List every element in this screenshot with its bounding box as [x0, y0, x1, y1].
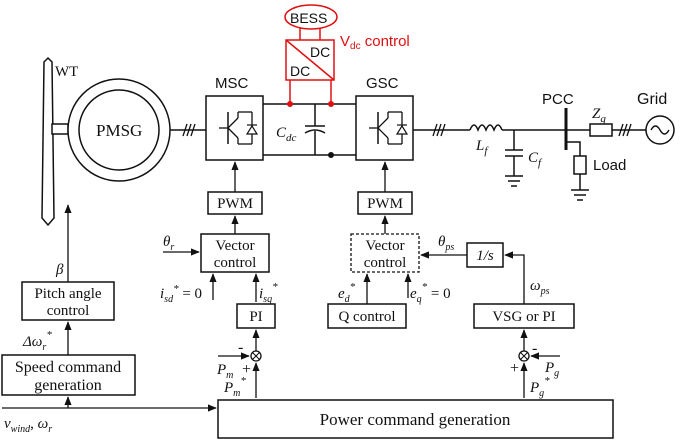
capacitor-cf [505, 130, 523, 187]
dc-top-label: DC [310, 44, 330, 60]
load-branch [566, 141, 589, 201]
zg-label: Zg [592, 106, 606, 125]
grid-label: Grid [637, 91, 667, 108]
inductor-lf [469, 124, 503, 133]
vdc-control-label: Vdc control [340, 33, 410, 52]
integrator-label: 1/s [476, 248, 494, 264]
pm-label: Pm [216, 362, 233, 381]
bess-label: BESS [290, 10, 327, 26]
impedance-zg [589, 123, 613, 137]
pmsg-label: PMSG [96, 121, 142, 140]
pwm-right-label: PWM [367, 196, 403, 212]
dc-link [263, 103, 356, 156]
vector-control-right-line2: control [364, 255, 407, 271]
power-command-block [217, 399, 614, 439]
speed-line2: generation [34, 377, 102, 394]
three-phase-mark-3 [618, 123, 632, 137]
msc-converter [205, 95, 264, 161]
cf-label: Cf [528, 150, 543, 169]
vwind-label: vwind, ωr [4, 416, 52, 435]
gsc-label: GSC [366, 75, 399, 92]
vector-control-right-block [350, 233, 420, 273]
vector-control-left-block [200, 233, 270, 273]
omega-ps-arrow [504, 251, 525, 304]
dc-node-3 [328, 152, 334, 158]
theta-ps-label: θps [438, 234, 454, 253]
beta-label: β [55, 262, 64, 278]
plus-right-sign: + [510, 360, 519, 377]
omega-ps-label: ωps [530, 278, 550, 297]
vsg-or-pi-label: VSG or PI [492, 309, 555, 325]
vector-control-left-line2: control [214, 255, 257, 271]
three-phase-mark-1 [182, 123, 196, 137]
three-phase-mark-2 [432, 123, 446, 137]
pg-ref-label: Pg* [529, 375, 550, 399]
sum-right-cross-2 [520, 352, 528, 360]
ed-ref-label: ed* [338, 281, 356, 305]
speed-line1: Speed command [15, 359, 121, 376]
pi-left-block [236, 303, 276, 329]
wind-turbine-blade [41, 56, 69, 227]
load-label: Load [593, 157, 626, 174]
cdc-label: Cdc [276, 125, 297, 144]
sum-left-cross-2 [252, 352, 260, 360]
minus-left-sign: - [238, 339, 243, 356]
eq-ref-label: eq* = 0 [410, 281, 451, 305]
msc-label: MSC [215, 75, 249, 92]
q-control-block [327, 303, 407, 329]
pcc-label: PCC [542, 91, 574, 108]
plus-left-sign: + [242, 361, 251, 378]
isd-ref-label: isd* = 0 [160, 283, 202, 305]
pitch-line2: control [47, 303, 90, 319]
grid-sine-icon [650, 125, 670, 135]
q-control-label: Q control [338, 309, 395, 325]
lf-label: Lf [475, 138, 489, 157]
pwm-left-label: PWM [217, 196, 253, 212]
speed-command-block [1, 354, 136, 396]
theta-r-label: θr [163, 234, 174, 253]
vector-control-right-line1: Vector [365, 238, 404, 254]
vector-control-left-line1: Vector [215, 238, 254, 254]
pmsg-generator [67, 78, 171, 182]
pi-left-label: PI [249, 309, 262, 325]
wt-label: WT [55, 64, 78, 80]
pitch-line1: Pitch angle [34, 286, 101, 302]
minus-right-sign: - [532, 340, 537, 357]
bess-dcdc-assembly [284, 4, 338, 104]
gsc-converter [355, 95, 414, 161]
dc-bottom-label: DC [290, 63, 310, 79]
isq-ref-label: isq* [259, 281, 278, 305]
delta-omega-label: Δωr* [22, 329, 52, 353]
power-command-label: Power command generation [320, 410, 511, 429]
